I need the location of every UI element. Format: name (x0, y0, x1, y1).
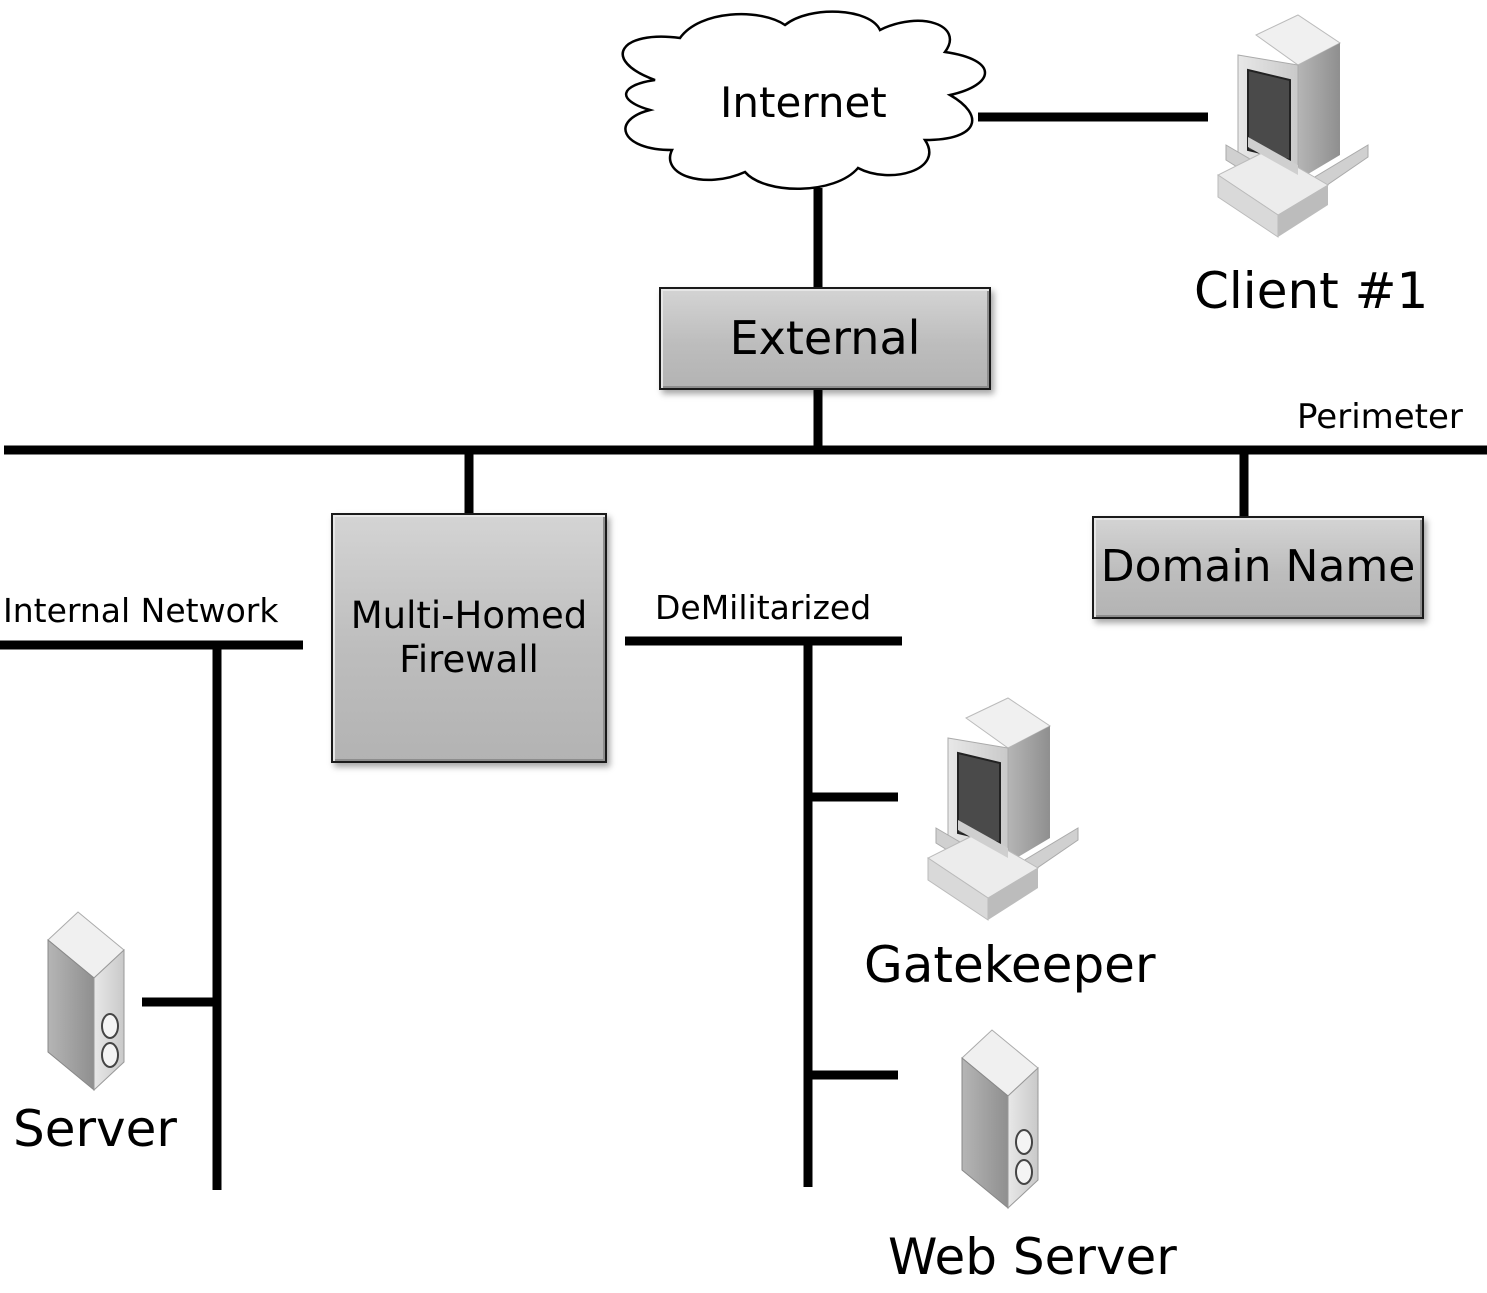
gatekeeper-label: Gatekeeper (864, 936, 1156, 994)
firewall-label-line2: Firewall (399, 638, 539, 681)
tower-server-icon (961, 1029, 1039, 1210)
tower-server-icon (47, 911, 125, 1092)
cloud-icon (621, 10, 987, 190)
desktop-computer-icon (1217, 14, 1369, 238)
perimeter-network-label: Perimeter (1297, 397, 1463, 437)
connection-lines (0, 112, 1487, 1190)
domain-name-server-box: Domain Name (1092, 516, 1424, 619)
dmz-network-label: DeMilitarized (655, 588, 872, 627)
firewall-label-line1: Multi-Homed (350, 593, 588, 637)
client-label: Client #1 (1194, 262, 1429, 320)
external-router-box: External (659, 287, 991, 390)
multi-homed-firewall-box: Multi-Homed Firewall (331, 513, 607, 763)
domain-name-label: Domain Name (1100, 541, 1416, 593)
web-server-label: Web Server (888, 1228, 1177, 1286)
server-label: Server (13, 1100, 177, 1158)
external-label: External (729, 310, 921, 365)
internal-network-label: Internal Network (3, 591, 279, 630)
internet-label: Internet (720, 78, 887, 127)
desktop-computer-icon (927, 697, 1079, 921)
